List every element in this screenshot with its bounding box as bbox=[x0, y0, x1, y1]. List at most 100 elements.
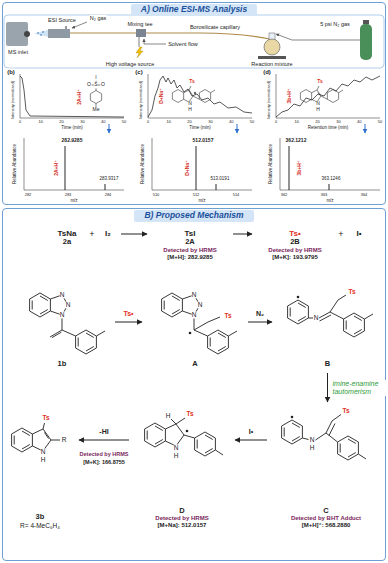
mechanism-structures bbox=[302, 415, 366, 460]
mechanism-structures bbox=[78, 333, 94, 351]
annotation-label: Ts bbox=[348, 288, 355, 295]
annotation-label: Ts bbox=[189, 79, 194, 85]
mechanism-structures bbox=[147, 426, 163, 444]
annotation-label: 2A+H⁺ bbox=[54, 160, 60, 176]
annotation-label: Mixing tee bbox=[127, 21, 152, 27]
setup-schematic bbox=[40, 34, 42, 36]
compound-number: 3b bbox=[36, 513, 45, 522]
annotation-label: Ts bbox=[342, 407, 349, 414]
setup-schematic bbox=[4, 15, 384, 68]
species-label: I• bbox=[356, 229, 361, 238]
annotation-label: N bbox=[198, 301, 203, 308]
annotation-label: Borosilicate capillary bbox=[190, 24, 240, 30]
annotation-label: 0 bbox=[275, 120, 277, 124]
arrow-label: imine-enamine tautomerism bbox=[333, 379, 387, 395]
annotation-label: Reaction mixture bbox=[251, 61, 292, 67]
annotation-label: MS inlet bbox=[8, 49, 28, 55]
setup-schematic bbox=[363, 20, 369, 24]
annotation-label: Ts bbox=[42, 414, 49, 421]
mechanism-structures bbox=[32, 423, 60, 451]
mechanism-structures bbox=[50, 295, 105, 338]
detection-note: Detected by HRMS bbox=[163, 247, 216, 254]
detection-note: Detected by HRMS bbox=[155, 515, 208, 522]
setup-schematic bbox=[146, 33, 270, 39]
substituent-note: R= 4-MeC₆H₄ bbox=[20, 522, 60, 529]
mechanism-structures bbox=[12, 428, 33, 452]
annotation-label: 514 bbox=[233, 193, 240, 197]
setup-schematic bbox=[65, 26, 66, 29]
compound-number: D bbox=[179, 507, 184, 516]
mechanism-structures bbox=[290, 303, 306, 321]
annotation-label: + bbox=[89, 230, 94, 240]
panel-heading: A) Online ESI-MS Analysis bbox=[131, 4, 257, 16]
setup-schematic bbox=[70, 32, 136, 33]
mechanism-structures bbox=[32, 296, 48, 314]
annotation-label: 30 bbox=[336, 120, 340, 124]
species-label: Ts• bbox=[289, 229, 301, 238]
annotation-label: 512.0157 bbox=[193, 138, 214, 144]
annotation-label: Relative Abundance bbox=[141, 144, 146, 184]
annotation-label: H bbox=[310, 444, 315, 451]
inset-structures bbox=[300, 90, 311, 103]
species-node: DDetected by HRMS[M+Na]: 512.0157 bbox=[132, 405, 232, 530]
annotation-label: N bbox=[60, 311, 65, 318]
annotation-label: m/z bbox=[70, 199, 77, 204]
reaction-arrow bbox=[79, 440, 129, 441]
annotation-label: N bbox=[174, 444, 179, 451]
annotation-label: (c) bbox=[135, 69, 142, 76]
annotation-label: R bbox=[62, 436, 67, 443]
chromatogram-plots bbox=[20, 76, 124, 117]
compound-number: A bbox=[192, 360, 197, 369]
annotation-label: Detected by HRMS bbox=[80, 451, 129, 457]
chromatogram-plots bbox=[20, 74, 124, 118]
annotation-label: 50 bbox=[250, 120, 254, 124]
annotation-label: N bbox=[314, 314, 319, 321]
species-node: 3bR= 4-MeC₆H₄ bbox=[4, 405, 76, 530]
annotation-label: Intensity (normalized) bbox=[139, 81, 143, 119]
setup-schematic bbox=[136, 29, 146, 37]
annotation-label: Me bbox=[93, 107, 100, 113]
chromatogram-plots bbox=[152, 138, 252, 190]
setup-schematic bbox=[136, 47, 143, 58]
annotation-label: [M+K]: 166.8755 bbox=[83, 459, 125, 465]
annotation-label: N₂ gas bbox=[90, 15, 107, 21]
mechanism-structures bbox=[145, 423, 166, 447]
annotation-label: Solvent flow bbox=[168, 41, 198, 47]
annotation-label: 512 bbox=[193, 193, 200, 197]
species-node: Ts•2BDetected by HRMS[M+K]: 193.9795 bbox=[255, 228, 335, 272]
annotation-label: (d) bbox=[263, 69, 271, 76]
annotation-label: 50 bbox=[378, 120, 382, 124]
annotation-label: 40 bbox=[229, 120, 233, 124]
reaction-arrow bbox=[121, 234, 147, 235]
species-label: TsNa bbox=[58, 229, 77, 238]
detection-note: Detected by BHT Adduct bbox=[291, 515, 361, 522]
annotation-label: Relative Abundance bbox=[13, 144, 18, 184]
mechanism-structures bbox=[162, 293, 183, 317]
reaction-arrow bbox=[115, 322, 142, 323]
annotation-label: H bbox=[166, 412, 171, 419]
compound-number: 2A bbox=[185, 238, 195, 247]
mechanism-structures bbox=[165, 418, 223, 455]
chromatogram-plots bbox=[280, 138, 380, 190]
mechanism-structures bbox=[284, 423, 300, 441]
annotation-label: 282.9285 bbox=[62, 138, 83, 144]
mechanism-structures bbox=[210, 333, 226, 351]
reaction-arrow bbox=[235, 440, 267, 441]
annotation-label: Ts bbox=[186, 410, 193, 417]
annotation-label: Retention time (min) bbox=[308, 126, 349, 131]
annotation-label: N bbox=[310, 436, 315, 443]
annotation-label: N bbox=[60, 291, 65, 298]
mechanism-structures bbox=[76, 330, 97, 354]
detection-note: Detected by HRMS bbox=[268, 247, 321, 254]
setup-schematic bbox=[360, 24, 372, 60]
chromatogram-plots bbox=[20, 74, 380, 190]
setup-schematic bbox=[4, 15, 384, 68]
mass-value: [M+H]: 282.9285 bbox=[167, 254, 213, 261]
mechanism-structures bbox=[182, 295, 237, 336]
annotation-label: D+Na⁺ bbox=[185, 160, 191, 176]
mechanism-structures bbox=[344, 313, 365, 337]
inset-structures bbox=[327, 90, 338, 103]
mass-value: [M+Na]: 512.0157 bbox=[158, 522, 207, 529]
inset-structures bbox=[184, 86, 215, 102]
inset-structures bbox=[199, 90, 210, 103]
